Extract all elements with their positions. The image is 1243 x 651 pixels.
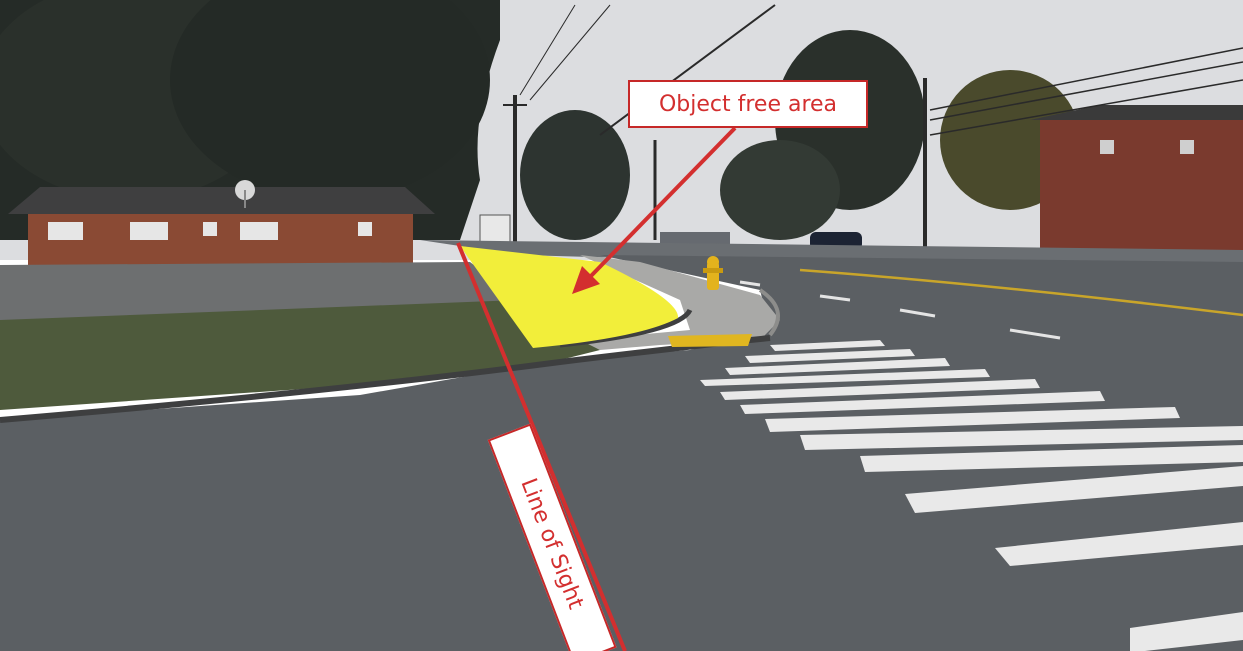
utility-poles [503, 4, 1243, 250]
crosswalk [700, 340, 1243, 651]
tactile-warning-pad [668, 334, 752, 347]
asphalt-road [0, 255, 1243, 651]
sidewalk [580, 255, 780, 350]
lawn [0, 300, 600, 410]
fire-hydrant [703, 256, 723, 290]
lane-markings [739, 280, 1061, 340]
center-line [799, 268, 1243, 317]
background-trees [0, 0, 1243, 260]
brick-house-right [1030, 105, 1243, 260]
line-of-sight-line [456, 242, 627, 651]
object-free-area-highlight [460, 246, 679, 348]
object-free-area-label: Object free area [628, 80, 868, 128]
brick-house-left [8, 180, 435, 276]
curb-corner [758, 288, 780, 337]
curb-island [559, 308, 693, 348]
callout-arrow [572, 126, 737, 294]
